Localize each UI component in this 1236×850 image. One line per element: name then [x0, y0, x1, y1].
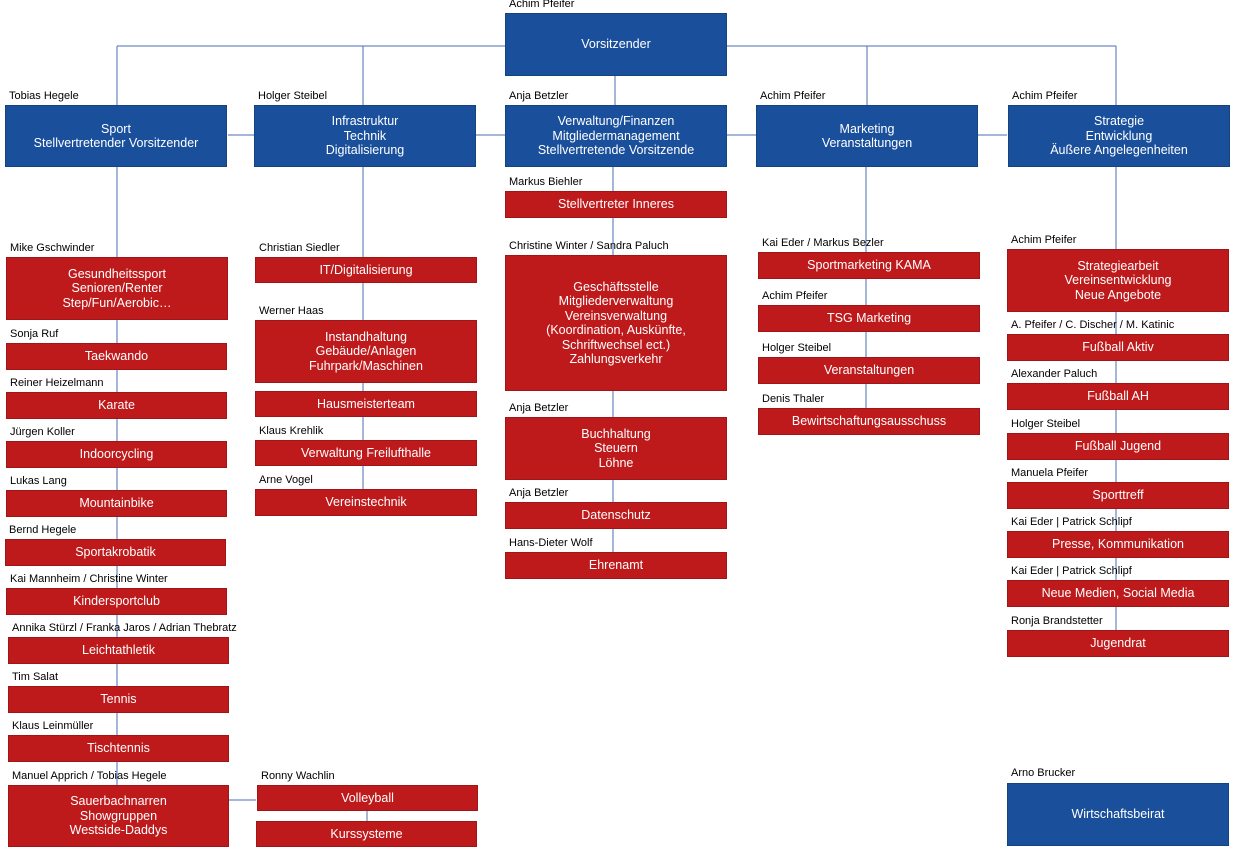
- dept-infrastructure-box[interactable]: Infrastruktur Technik Digitalisierung: [254, 105, 476, 167]
- strategy-unit-box[interactable]: Sporttreff: [1007, 482, 1229, 509]
- strategy-unit-box-person: Manuela Pfeifer: [1011, 467, 1089, 479]
- dept-strategy-box[interactable]: Strategie Entwicklung Äußere Angelegenhe…: [1008, 105, 1230, 167]
- sport-unit-box[interactable]: Taekwando: [6, 343, 227, 370]
- infra-unit-box-person: Klaus Krehlik: [259, 425, 324, 437]
- admin-unit-box-person: Anja Betzler: [509, 402, 569, 414]
- sport-unit-box-person: Reiner Heizelmann: [10, 377, 104, 389]
- strategy-unit-box-person: Kai Eder | Patrick Schlipf: [1011, 516, 1132, 528]
- sport-unit-box-person: Kai Mannheim / Christine Winter: [10, 573, 168, 585]
- admin-unit-box[interactable]: Buchhaltung Steuern Löhne: [505, 417, 727, 480]
- marketing-unit-box[interactable]: Veranstaltungen: [758, 357, 980, 384]
- infra-unit-box[interactable]: IT/Digitalisierung: [255, 257, 477, 283]
- sport-unit-box[interactable]: Mountainbike: [6, 490, 227, 517]
- dept-infrastructure-box-person: Holger Steibel: [258, 90, 328, 102]
- strategy-unit-box[interactable]: Fußball Jugend: [1007, 433, 1229, 460]
- dept-marketing-box-person: Achim Pfeifer: [760, 90, 826, 102]
- strategy-unit-box-person: Alexander Paluch: [1011, 368, 1098, 380]
- marketing-unit-box-person: Kai Eder / Markus Bezler: [762, 237, 884, 249]
- strategy-unit-box-person: Ronja Brandstetter: [1011, 615, 1103, 627]
- sport-unit-box[interactable]: Tennis: [8, 686, 229, 713]
- infra-unit-box[interactable]: Instandhaltung Gebäude/Anlagen Fuhrpark/…: [255, 320, 477, 383]
- sport-unit-box[interactable]: Sauerbachnarren Showgruppen Westside-Dad…: [8, 785, 229, 847]
- marketing-unit-box-person: Denis Thaler: [762, 393, 825, 405]
- advisory-board-box-person: Arno Brucker: [1011, 767, 1076, 779]
- kurssysteme-box[interactable]: Kurssysteme: [256, 821, 477, 847]
- dept-sport-box-person: Tobias Hegele: [9, 90, 79, 102]
- infra-unit-box-person: Arne Vogel: [259, 474, 313, 486]
- sport-unit-box-person: Sonja Ruf: [10, 328, 59, 340]
- dept-administration-box[interactable]: Verwaltung/Finanzen Mitgliedermanagement…: [505, 105, 727, 167]
- strategy-unit-box-person: Achim Pfeifer: [1011, 234, 1077, 246]
- marketing-unit-box[interactable]: TSG Marketing: [758, 305, 980, 332]
- admin-unit-box-person: Anja Betzler: [509, 487, 569, 499]
- sport-unit-box[interactable]: Karate: [6, 392, 227, 419]
- marketing-unit-box[interactable]: Sportmarketing KAMA: [758, 252, 980, 279]
- strategy-unit-box-person: Holger Steibel: [1011, 418, 1081, 430]
- strategy-unit-box[interactable]: Fußball Aktiv: [1007, 334, 1229, 361]
- marketing-unit-box-person: Achim Pfeifer: [762, 290, 828, 302]
- infra-unit-box[interactable]: Vereinstechnik: [255, 489, 477, 516]
- infra-unit-box[interactable]: Hausmeisterteam: [255, 391, 477, 417]
- marketing-unit-box-person: Holger Steibel: [762, 342, 832, 354]
- dept-strategy-box-person: Achim Pfeifer: [1012, 90, 1078, 102]
- sport-unit-box-person: Tim Salat: [12, 671, 59, 683]
- board-chair-box[interactable]: Vorsitzender: [505, 13, 727, 76]
- strategy-unit-box[interactable]: Presse, Kommunikation: [1007, 531, 1229, 558]
- sport-unit-box-person: Manuel Apprich / Tobias Hegele: [12, 770, 167, 782]
- admin-unit-box-person: Christine Winter / Sandra Paluch: [509, 240, 669, 252]
- board-chair-box-person: Achim Pfeifer: [509, 0, 575, 10]
- strategy-unit-box[interactable]: Strategiearbeit Vereinsentwicklung Neue …: [1007, 249, 1229, 312]
- dept-administration-box-person: Anja Betzler: [509, 90, 569, 102]
- sport-unit-box[interactable]: Indoorcycling: [6, 441, 227, 468]
- dept-marketing-box[interactable]: Marketing Veranstaltungen: [756, 105, 978, 167]
- strategy-unit-box[interactable]: Jugendrat: [1007, 630, 1229, 657]
- sport-unit-box-person: Jürgen Koller: [10, 426, 75, 438]
- strategy-unit-box-person: Kai Eder | Patrick Schlipf: [1011, 565, 1132, 577]
- sport-unit-box-person: Mike Gschwinder: [10, 242, 95, 254]
- sport-unit-box-person: Bernd Hegele: [9, 524, 77, 536]
- infra-unit-box-person: Werner Haas: [259, 305, 324, 317]
- strategy-unit-box-person: A. Pfeifer / C. Discher / M. Katinic: [1011, 319, 1175, 331]
- admin-unit-box[interactable]: Stellvertreter Inneres: [505, 191, 727, 218]
- sport-unit-box[interactable]: Gesundheitssport Senioren/Renter Step/Fu…: [6, 257, 228, 320]
- admin-unit-box[interactable]: Geschäftsstelle Mitgliederverwaltung Ver…: [505, 255, 727, 391]
- volleyball-box-person: Ronny Wachlin: [261, 770, 335, 782]
- dept-sport-box[interactable]: Sport Stellvertretender Vorsitzender: [5, 105, 227, 167]
- marketing-unit-box[interactable]: Bewirtschaftungsausschuss: [758, 408, 980, 435]
- infra-unit-box[interactable]: Verwaltung Freilufthalle: [255, 440, 477, 466]
- admin-unit-box[interactable]: Ehrenamt: [505, 552, 727, 579]
- advisory-board-box[interactable]: Wirtschaftsbeirat: [1007, 783, 1229, 846]
- admin-unit-box[interactable]: Datenschutz: [505, 502, 727, 529]
- sport-unit-box[interactable]: Tischtennis: [8, 735, 229, 762]
- sport-unit-box[interactable]: Leichtathletik: [8, 637, 229, 664]
- sport-unit-box-person: Annika Stürzl / Franka Jaros / Adrian Th…: [12, 622, 237, 634]
- strategy-unit-box[interactable]: Neue Medien, Social Media: [1007, 580, 1229, 607]
- sport-unit-box[interactable]: Sportakrobatik: [5, 539, 226, 566]
- admin-unit-box-person: Markus Biehler: [509, 176, 583, 188]
- volleyball-box[interactable]: Volleyball: [257, 785, 478, 811]
- admin-unit-box-person: Hans-Dieter Wolf: [509, 537, 593, 549]
- infra-unit-box-person: Christian Siedler: [259, 242, 340, 254]
- sport-unit-box-person: Klaus Leinmüller: [12, 720, 94, 732]
- sport-unit-box-person: Lukas Lang: [10, 475, 67, 487]
- strategy-unit-box[interactable]: Fußball AH: [1007, 383, 1229, 410]
- sport-unit-box[interactable]: Kindersportclub: [6, 588, 227, 615]
